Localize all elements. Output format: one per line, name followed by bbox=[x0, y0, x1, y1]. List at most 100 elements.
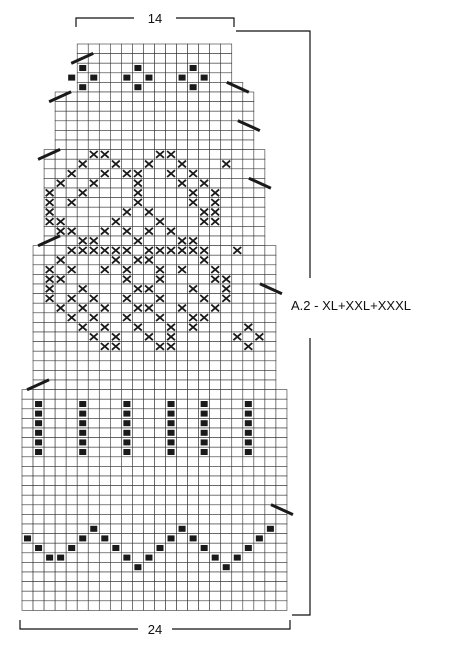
grid-cell bbox=[154, 562, 166, 573]
grid-cell bbox=[65, 274, 78, 285]
grid-cell bbox=[87, 130, 100, 141]
grid-cell bbox=[32, 456, 45, 467]
grid-cell bbox=[98, 590, 111, 602]
grid-cell bbox=[87, 216, 100, 227]
cross-symbol bbox=[133, 303, 143, 313]
grid-cell bbox=[220, 235, 233, 246]
grid-cell bbox=[209, 149, 222, 160]
filled-square-symbol bbox=[244, 449, 252, 455]
grid-cell bbox=[143, 168, 155, 179]
grid-cell bbox=[264, 254, 277, 266]
cross-symbol bbox=[89, 246, 99, 255]
grid-cell bbox=[264, 341, 277, 352]
cross-symbol bbox=[67, 313, 77, 322]
grid-cell bbox=[231, 379, 244, 390]
grid-cell bbox=[253, 293, 266, 304]
grid-cell bbox=[220, 552, 233, 563]
grid-cell bbox=[132, 274, 144, 285]
grid-cell bbox=[54, 542, 67, 554]
grid-cell bbox=[54, 418, 67, 429]
grid-cell bbox=[275, 562, 288, 573]
grid-cell bbox=[98, 389, 111, 400]
grid-cell bbox=[87, 226, 100, 237]
cross-symbol bbox=[133, 255, 143, 265]
cross-symbol bbox=[100, 323, 110, 332]
filled-square-symbol bbox=[189, 65, 197, 71]
grid-cell bbox=[54, 504, 67, 515]
grid-cell bbox=[220, 571, 233, 582]
grid-cell bbox=[76, 504, 89, 515]
grid-cell bbox=[110, 101, 122, 112]
filled-square-symbol bbox=[167, 410, 175, 417]
grid-cell bbox=[154, 523, 166, 534]
grid-cell bbox=[87, 82, 100, 93]
grid-cell bbox=[98, 187, 111, 198]
grid-cell bbox=[242, 466, 255, 477]
grid-cell bbox=[87, 494, 100, 506]
grid-cell bbox=[110, 562, 122, 573]
grid-cell bbox=[98, 408, 111, 419]
grid-cell bbox=[176, 62, 188, 74]
grid-cell bbox=[110, 235, 122, 246]
grid-cell bbox=[231, 350, 244, 362]
grid-cell bbox=[43, 178, 56, 189]
grid-cell bbox=[154, 360, 166, 371]
grid-cell bbox=[275, 533, 288, 544]
grid-cell bbox=[121, 216, 133, 227]
cross-symbol bbox=[100, 265, 110, 274]
grid-cell bbox=[65, 408, 78, 419]
grid-cell bbox=[187, 466, 199, 477]
grid-cell bbox=[76, 590, 89, 602]
cross-symbol bbox=[133, 169, 143, 178]
grid-cell bbox=[220, 322, 233, 333]
cross-symbol bbox=[166, 150, 176, 159]
grid-cell bbox=[275, 466, 288, 477]
grid-cell bbox=[176, 216, 188, 227]
cross-symbol bbox=[210, 198, 220, 207]
grid-cell bbox=[264, 379, 277, 390]
grid-cell bbox=[121, 130, 133, 141]
grid-cell bbox=[110, 82, 122, 93]
filled-square-symbol bbox=[200, 420, 208, 427]
cross-symbol bbox=[56, 255, 66, 265]
grid-cell bbox=[32, 293, 45, 304]
grid-cell bbox=[231, 197, 244, 208]
grid-cell bbox=[54, 101, 67, 112]
grid-cell bbox=[231, 322, 244, 333]
cross-symbol bbox=[78, 159, 88, 169]
grid-cell bbox=[87, 62, 100, 74]
cross-symbol bbox=[111, 246, 121, 255]
grid-cell bbox=[87, 254, 100, 266]
filled-square-symbol bbox=[35, 545, 43, 551]
grid-cell bbox=[220, 360, 233, 371]
grid-cell bbox=[198, 322, 210, 333]
grid-cell bbox=[87, 158, 100, 170]
grid-cell bbox=[176, 398, 188, 410]
grid-cell bbox=[198, 485, 210, 496]
grid-cell bbox=[87, 370, 100, 381]
grid-cell bbox=[132, 427, 144, 438]
grid-cell bbox=[198, 562, 210, 573]
grid-cell bbox=[264, 322, 277, 333]
grid-cell bbox=[121, 62, 133, 74]
grid-cell bbox=[87, 408, 100, 419]
grid-cell bbox=[176, 408, 188, 419]
grid-cell bbox=[110, 168, 122, 179]
cross-symbol bbox=[45, 188, 55, 197]
grid-cell bbox=[264, 475, 277, 486]
grid-cell bbox=[154, 139, 166, 150]
grid-cell bbox=[54, 389, 67, 400]
grid-cell bbox=[121, 533, 133, 544]
grid-cell bbox=[198, 456, 210, 467]
cross-symbol bbox=[199, 207, 209, 217]
grid-cell bbox=[264, 427, 277, 438]
grid-cell bbox=[220, 264, 233, 275]
grid-cell bbox=[176, 206, 188, 218]
filled-square-symbol bbox=[233, 554, 241, 561]
decrease-mark bbox=[248, 176, 272, 190]
grid-cell bbox=[132, 475, 144, 486]
grid-cell bbox=[143, 562, 155, 573]
grid-cell bbox=[187, 149, 199, 160]
grid-cell bbox=[209, 53, 222, 64]
grid-cell bbox=[198, 158, 210, 170]
